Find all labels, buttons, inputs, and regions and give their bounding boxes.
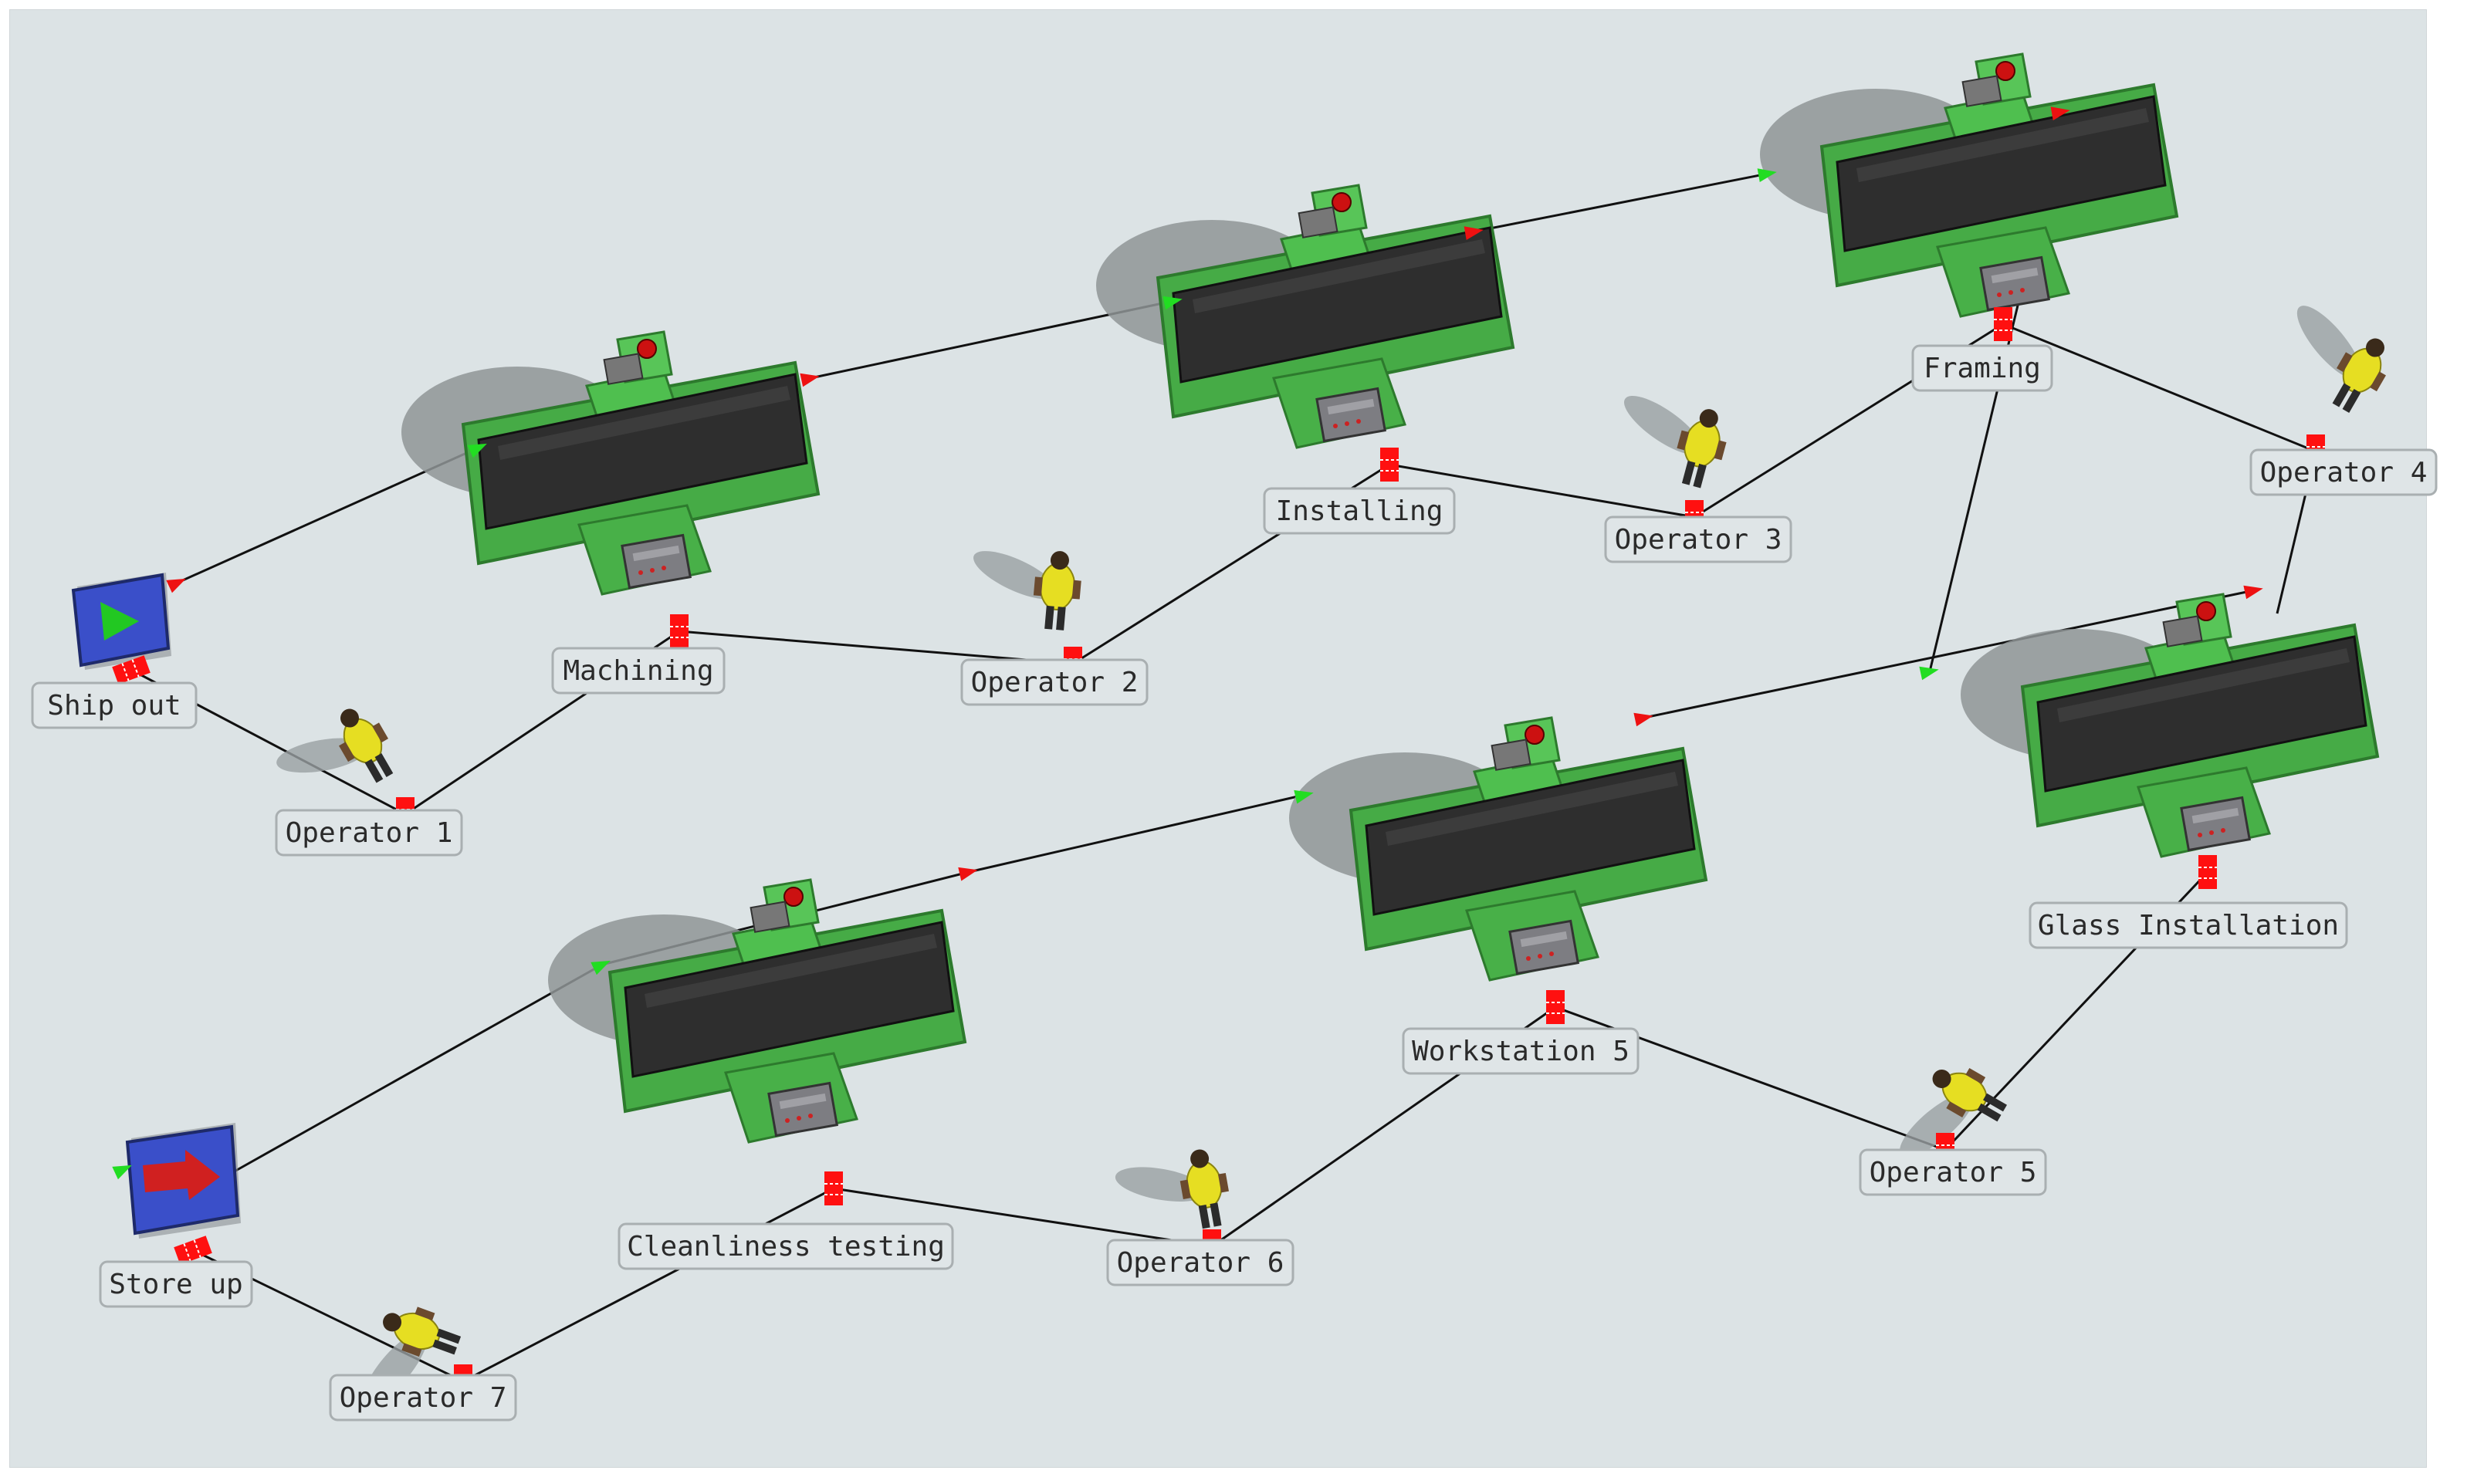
- svg-text:Cleanliness testing: Cleanliness testing: [627, 1231, 945, 1263]
- workstation-machining[interactable]: [400, 330, 820, 596]
- svg-text:Installing: Installing: [1276, 495, 1443, 527]
- ship-out-sink[interactable]: [71, 573, 171, 670]
- label-installing: Installing: [1263, 487, 1456, 535]
- label-operator-7: Operator 7: [329, 1374, 517, 1421]
- svg-text:Operator 1: Operator 1: [286, 817, 453, 849]
- svg-text:Store up: Store up: [109, 1269, 242, 1300]
- label-operator-5: Operator 5: [1859, 1148, 2047, 1196]
- label-workstation-5: Workstation 5: [1402, 1027, 1640, 1075]
- operator-4-figure[interactable]: [2260, 291, 2402, 421]
- play-arrow-icon: [100, 602, 139, 641]
- label-framing: Framing: [1911, 344, 2053, 392]
- store-up-source[interactable]: [125, 1123, 241, 1239]
- label-glass-installation: Glass Installation: [2029, 901, 2348, 949]
- label-operator-4: Operator 4: [2249, 448, 2438, 496]
- label-operator-6: Operator 6: [1106, 1239, 1294, 1286]
- operator-1-figure[interactable]: [263, 695, 405, 825]
- svg-text:Operator 2: Operator 2: [971, 667, 1139, 698]
- svg-text:Workstation 5: Workstation 5: [1412, 1036, 1629, 1067]
- operator-3-figure[interactable]: [1602, 382, 1735, 492]
- label-operator-2: Operator 2: [960, 658, 1149, 706]
- operator-6-figure[interactable]: [1107, 1142, 1236, 1244]
- svg-text:Glass Installation: Glass Installation: [2038, 910, 2339, 941]
- label-cleanliness-testing: Cleanliness testing: [618, 1222, 954, 1270]
- workstation-glass-installation[interactable]: [1959, 593, 2379, 858]
- svg-text:Operator 3: Operator 3: [1615, 524, 1782, 556]
- svg-text:Operator 5: Operator 5: [1870, 1157, 2037, 1188]
- label-operator-3: Operator 3: [1604, 516, 1792, 563]
- operator-2-figure[interactable]: [962, 539, 1085, 633]
- svg-text:Operator 6: Operator 6: [1117, 1247, 1284, 1279]
- workstation-5[interactable]: [1288, 716, 1707, 982]
- workstation-framing[interactable]: [1758, 52, 2178, 318]
- label-operator-1: Operator 1: [275, 809, 463, 857]
- workstation-installing[interactable]: [1095, 184, 1514, 449]
- svg-text:Machining: Machining: [563, 655, 713, 687]
- right-arrow-icon: [143, 1150, 220, 1200]
- svg-text:Framing: Framing: [1924, 353, 2041, 384]
- svg-text:Operator 4: Operator 4: [2260, 457, 2428, 488]
- label-machining: Machining: [551, 647, 726, 695]
- svg-text:Ship out: Ship out: [47, 690, 181, 722]
- workstation-cleanliness-testing[interactable]: [547, 878, 966, 1144]
- label-ship-out: Ship out: [31, 681, 198, 729]
- svg-text:Operator 7: Operator 7: [340, 1382, 507, 1414]
- label-store-up: Store up: [99, 1260, 253, 1308]
